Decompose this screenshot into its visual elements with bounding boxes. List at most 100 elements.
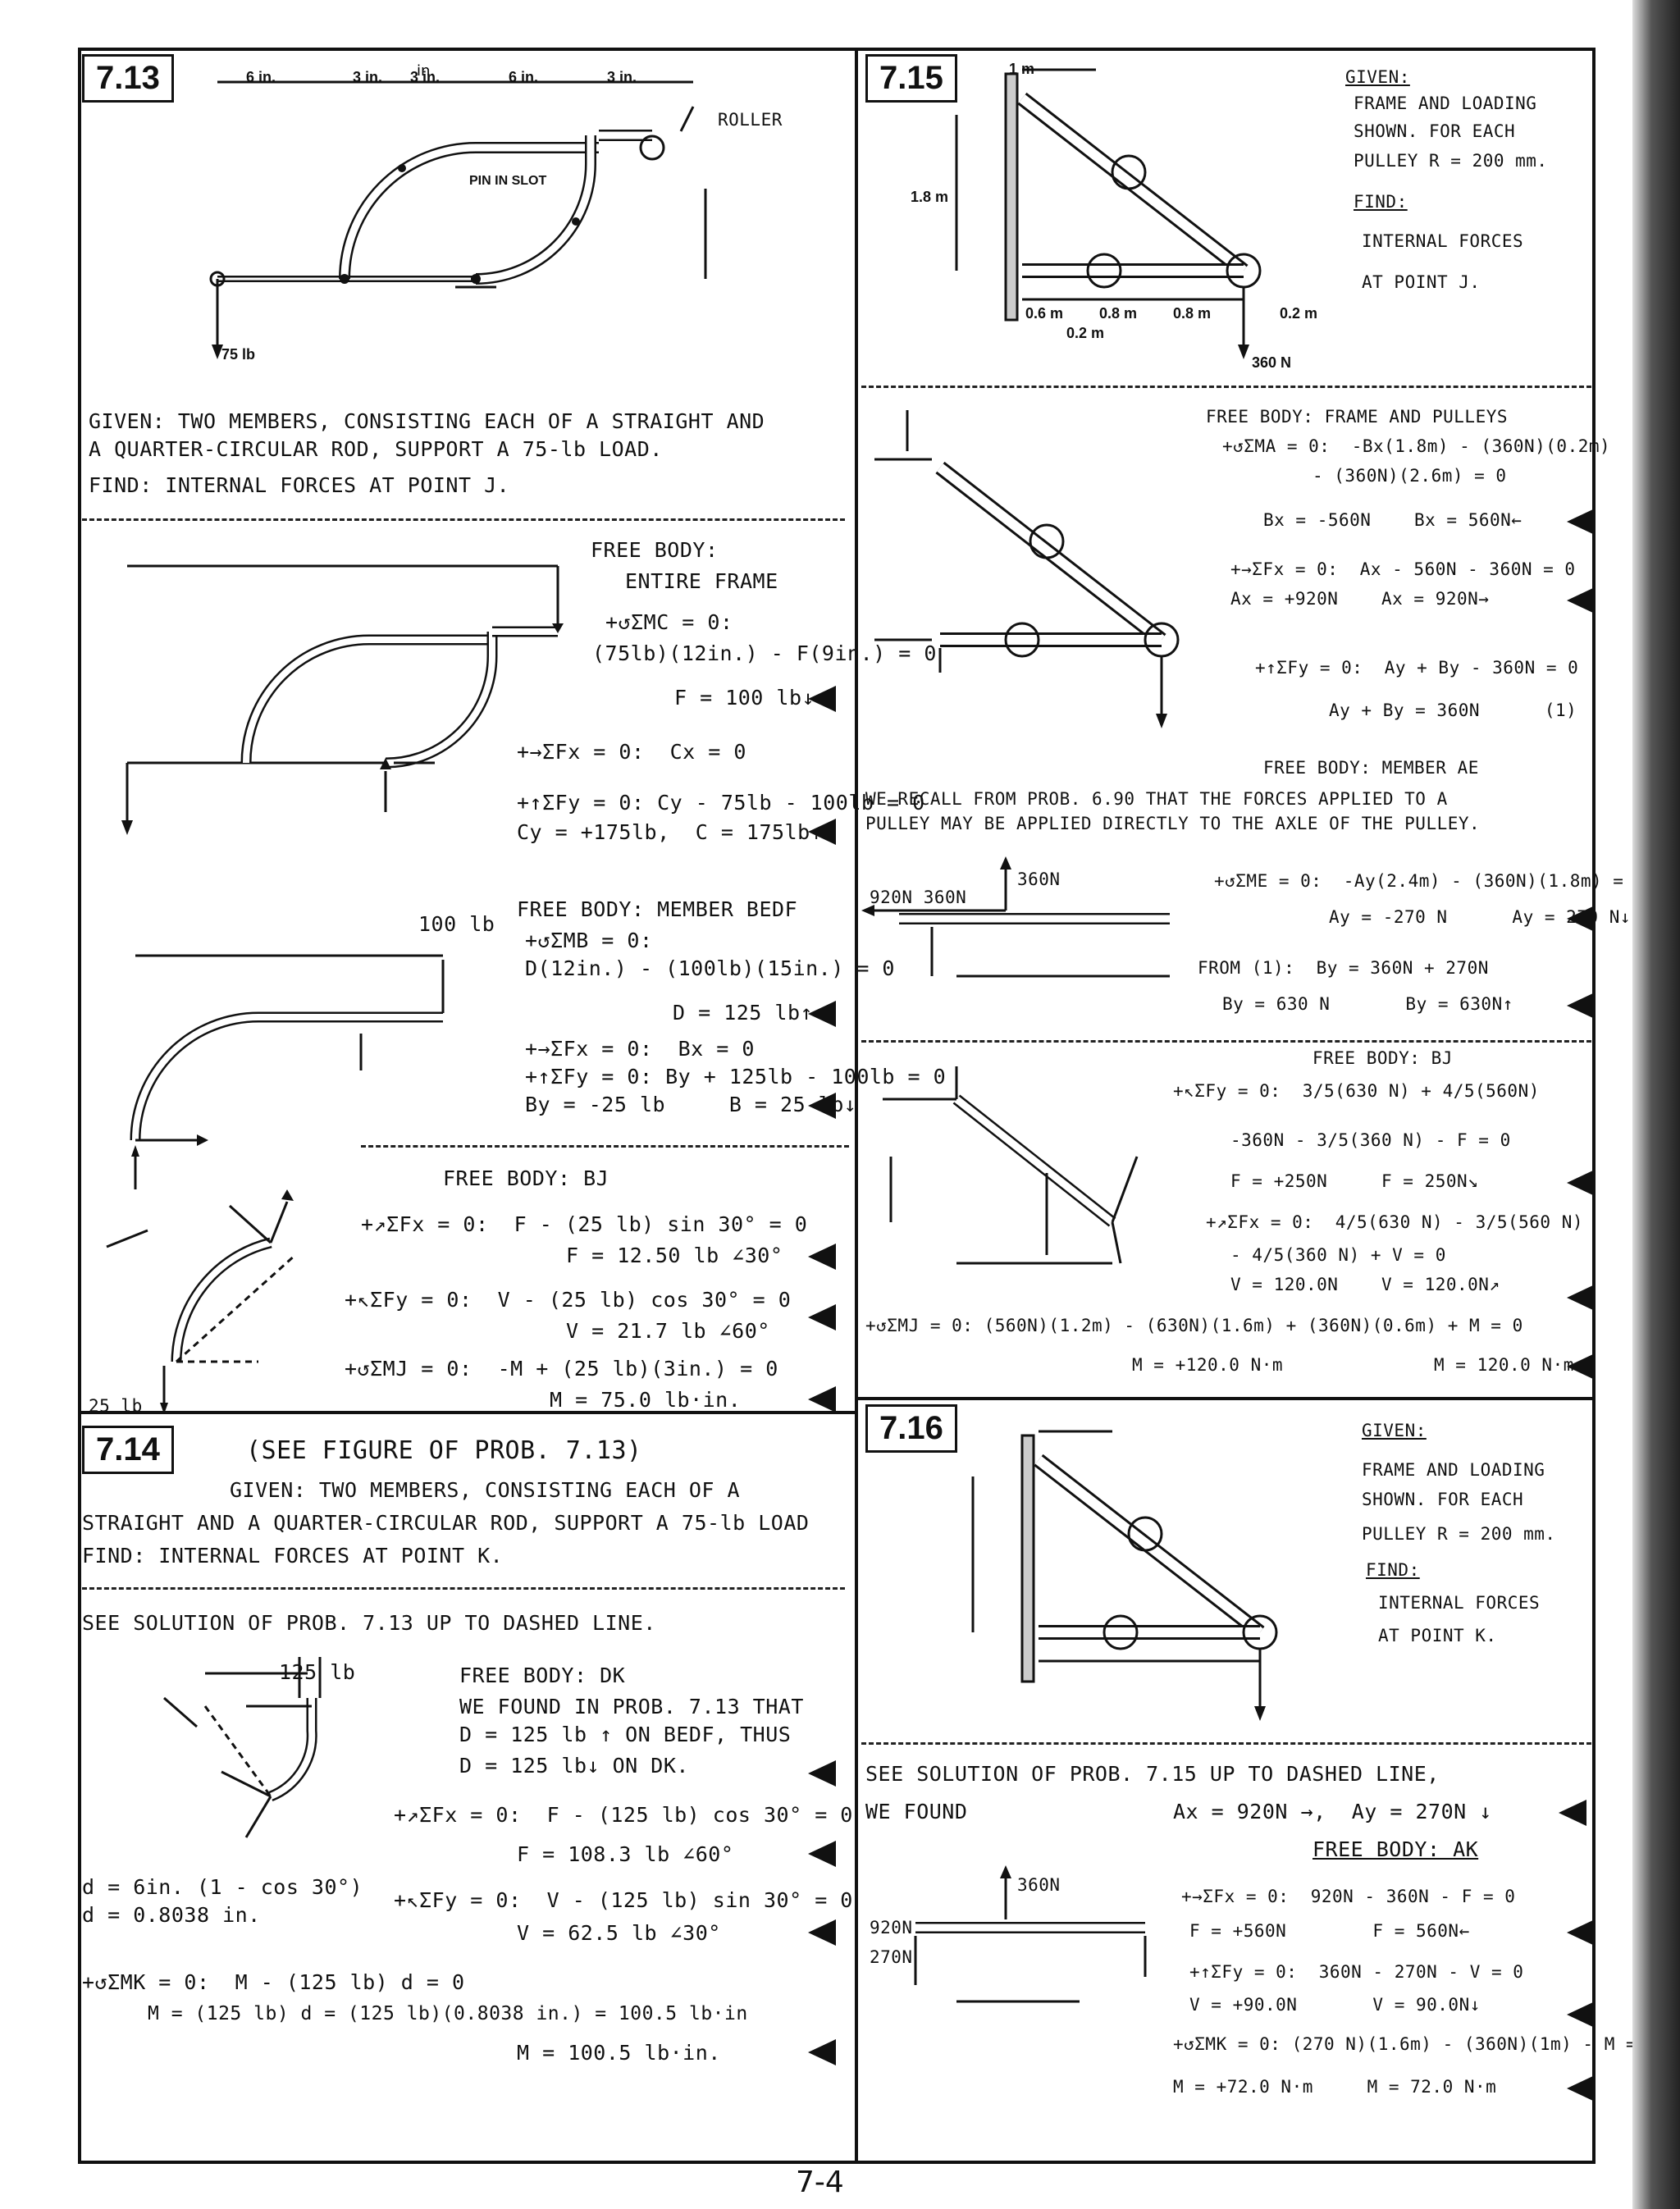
eq-716-1: +→ΣFx = 0: 920N - 360N - F = 0: [1181, 1887, 1516, 1906]
find-715-2: AT POINT J.: [1362, 272, 1481, 292]
given-715-3: PULLEY R = 200 mm.: [1354, 151, 1548, 171]
ak-270n: 270N: [870, 1947, 913, 1967]
dashed-line: [861, 1040, 1591, 1043]
answer-marker: [808, 1841, 836, 1867]
fb-entire-frame-figure: [121, 564, 564, 835]
dim-1-8m: 1.8 m: [911, 189, 949, 205]
answer-marker: [808, 1001, 836, 1027]
eq-713-2: (75lb)(12in.) - F(9in.) = 0: [592, 641, 937, 665]
eq-bedf-2: D(12in.) - (100lb)(15in.) = 0: [525, 956, 895, 980]
dim-713-3: 3 in.: [410, 69, 441, 85]
given-715-2: SHOWN. FOR EACH: [1354, 121, 1516, 141]
answer-marker: [1567, 509, 1595, 535]
eq-715-a7: Ay + By = 360N (1): [1329, 701, 1577, 720]
dashed-line: [861, 386, 1591, 388]
answer-marker: [1567, 2075, 1595, 2102]
dk-line-3: D = 125 lb↓ ON DK.: [459, 1754, 689, 1778]
eq-716-2: F = +560N F = 560N←: [1189, 1921, 1470, 1941]
eq-bedf-6: By = -25 lb B = 25 lb↓: [525, 1093, 857, 1116]
given-716-2: SHOWN. FOR EACH: [1362, 1490, 1524, 1509]
load-360n: 360 N: [1252, 354, 1292, 371]
d-eq-2: d = 0.8038 in.: [82, 1903, 261, 1927]
answer-marker: [1567, 1919, 1595, 1946]
eq-bj-3: +↖ΣFy = 0: V - (25 lb) cos 30° = 0: [345, 1288, 792, 1312]
dim-713-5: 3 in.: [607, 69, 637, 85]
eq-bedf-4: +→ΣFx = 0: Bx = 0: [525, 1037, 755, 1061]
see-solution-713: SEE SOLUTION OF PROB. 7.13 UP TO DASHED …: [82, 1611, 656, 1635]
find-715: FIND:: [1354, 192, 1408, 212]
we-found: WE FOUND: [865, 1800, 968, 1823]
eq-713-6: Cy = +175lb, C = 175lb↑: [517, 820, 824, 844]
eq-715-a4: +→ΣFx = 0: Ax - 560N - 360N = 0: [1230, 559, 1576, 579]
dk-line-2: D = 125 lb ↑ ON BEDF, THUS: [459, 1723, 792, 1746]
problem-number-715: 7.15: [865, 54, 957, 103]
dashed-line: [861, 1742, 1591, 1745]
ae-920n: 920N 360N: [870, 888, 967, 907]
m-eq-2: M = (125 lb) d = (125 lb)(0.8038 in.) = …: [148, 2003, 748, 2024]
d-eq-1: d = 6in. (1 - cos 30°): [82, 1875, 363, 1899]
roller-label: ROLLER: [718, 110, 783, 130]
load-713: 75 lb: [221, 346, 256, 363]
dim-0-8m-a: 0.8 m: [1099, 305, 1138, 322]
eq-715-c5: - 4/5(360 N) + V = 0: [1230, 1245, 1446, 1265]
load-25lb: 25 lb: [89, 1396, 143, 1416]
pin-label: PIN IN SLOT: [469, 174, 547, 188]
dk-line-6: +↖ΣFy = 0: V - (125 lb) sin 30° = 0: [394, 1888, 853, 1912]
given-713-1: GIVEN: TWO MEMBERS, CONSISTING EACH OF A…: [89, 409, 765, 433]
eq-715-c3: F = +250N F = 250N↘: [1230, 1171, 1479, 1191]
recall-2: PULLEY MAY BE APPLIED DIRECTLY TO THE AX…: [865, 814, 1481, 833]
eq-716-3: +↑ΣFy = 0: 360N - 270N - V = 0: [1189, 1962, 1524, 1982]
dashed-line: [82, 1587, 845, 1590]
eq-bj-4: V = 21.7 lb ∠60°: [566, 1319, 770, 1343]
m-eq-1: +↺ΣMK = 0: M - (125 lb) d = 0: [82, 1970, 465, 1994]
given-714-1: GIVEN: TWO MEMBERS, CONSISTING EACH OF A: [230, 1478, 741, 1502]
dk-line-1: WE FOUND IN PROB. 7.13 THAT: [459, 1695, 804, 1718]
section-divider-714: [78, 1411, 857, 1414]
eq-715-a3: Bx = -560N Bx = 560N←: [1263, 510, 1522, 530]
page-edge-shadow: [1632, 0, 1680, 2209]
given-716-1: FRAME AND LOADING: [1362, 1460, 1545, 1480]
fb-bj-715-figure: [883, 1066, 1139, 1265]
eq-715-a2: - (360N)(2.6m) = 0: [1312, 466, 1507, 486]
dashed-line: [82, 518, 845, 521]
recall-1: WE RECALL FROM PROB. 6.90 THAT THE FORCE…: [865, 789, 1448, 809]
dk-line-7: V = 62.5 lb ∠30°: [517, 1921, 721, 1945]
section-divider-716: [855, 1397, 1596, 1400]
load-125lb: 125 lb: [279, 1660, 356, 1684]
answer-marker: [808, 1093, 836, 1119]
fb-entire-title: FREE BODY:: [591, 538, 719, 562]
dim-0-2m: 0.2 m: [1066, 325, 1105, 341]
eq-715-b3: FROM (1): By = 360N + 270N: [1198, 958, 1489, 978]
dim-0-2m-right: 0.2 m: [1280, 305, 1318, 322]
given-716-3: PULLEY R = 200 mm.: [1362, 1524, 1556, 1544]
fb-ak-figure: [914, 1865, 1147, 2003]
answer-marker: [808, 819, 836, 845]
fb-bj-715-title: FREE BODY: BJ: [1312, 1048, 1453, 1068]
eq-bj-5: +↺ΣMJ = 0: -M + (25 lb)(3in.) = 0: [345, 1357, 778, 1381]
eq-716-4: V = +90.0N V = 90.0N↓: [1189, 1995, 1481, 2015]
answer-marker: [1567, 2001, 1595, 2028]
see-713-figure: (SEE FIGURE OF PROB. 7.13): [246, 1436, 642, 1465]
fb-dk-figure: [163, 1657, 322, 1838]
answer-marker: [808, 1760, 836, 1787]
answer-marker: [808, 1244, 836, 1270]
fb-bj-title: FREE BODY: BJ: [443, 1166, 609, 1190]
find-714: FIND: INTERNAL FORCES AT POINT K.: [82, 1544, 504, 1568]
ak-920n: 920N: [870, 1918, 913, 1937]
given-715-1: FRAME AND LOADING: [1354, 94, 1537, 113]
eq-716-6: M = +72.0 N·m M = 72.0 N·m: [1173, 2077, 1497, 2097]
answer-marker: [808, 1386, 836, 1413]
eq-713-3: F = 100 lb↓: [674, 686, 815, 710]
given-714-2: STRAIGHT AND A QUARTER-CIRCULAR ROD, SUP…: [82, 1511, 810, 1535]
problem-number-716: 7.16: [865, 1404, 957, 1453]
answer-marker: [1567, 587, 1595, 614]
find-715-1: INTERNAL FORCES: [1362, 231, 1524, 251]
eq-715-b4: By = 630 N By = 630N↑: [1222, 994, 1513, 1014]
figure-715-frame: [955, 68, 1262, 359]
answer-marker: [1567, 1353, 1595, 1380]
given-716: GIVEN:: [1362, 1421, 1427, 1440]
eq-715-c2: -360N - 3/5(360 N) - F = 0: [1230, 1130, 1511, 1150]
eq-715-a1: +↺ΣMA = 0: -Bx(1.8m) - (360N)(0.2m): [1222, 436, 1611, 456]
eq-715-a5: Ax = +920N Ax = 920N→: [1230, 589, 1490, 609]
eq-715-c6: V = 120.0N V = 120.0N↗: [1230, 1275, 1500, 1294]
